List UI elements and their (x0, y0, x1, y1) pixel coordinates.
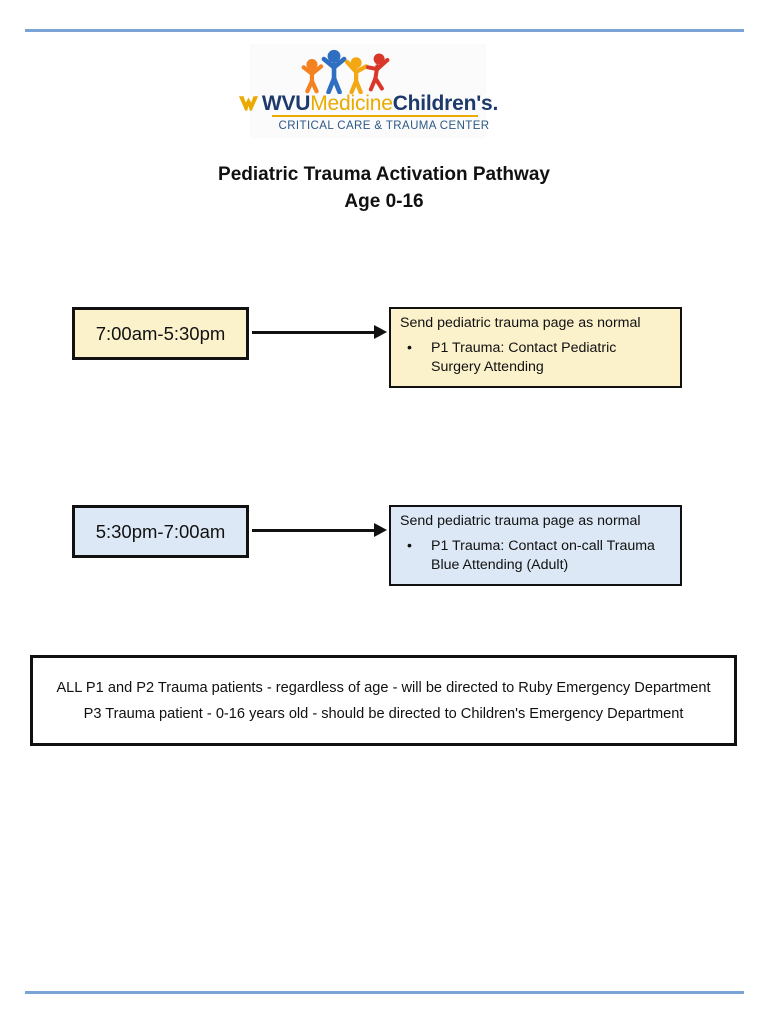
action-bullet-text: P1 Trauma: Contact Pediatric Surgery Att… (431, 340, 617, 375)
action-header: Send pediatric trauma page as normal (400, 513, 641, 529)
page-title: Pediatric Trauma Activation Pathway Age … (0, 161, 768, 215)
action-header: Send pediatric trauma page as normal (400, 315, 641, 331)
footer-note-line1: ALL P1 and P2 Trauma patients - regardle… (56, 679, 711, 696)
page-title-line1: Pediatric Trauma Activation Pathway (218, 164, 550, 185)
brand-wvu: WVU (261, 92, 311, 115)
logo-subtitle: CRITICAL CARE & TRAUMA CENTER (278, 120, 490, 132)
bullet-icon: • (407, 538, 412, 554)
footer-note-line2: P3 Trauma patient - 0-16 years old - sho… (83, 705, 684, 722)
bottom-divider (25, 991, 744, 994)
actionbox-day-shift: Send pediatric trauma page as normal • P… (389, 307, 682, 388)
top-divider (25, 29, 744, 32)
timebox-day-shift: 7:00am-5:30pm (72, 307, 249, 360)
logo-gold-divider (272, 115, 478, 117)
brand-childrens: Children's. (392, 92, 499, 115)
actionbox-night-shift: Send pediatric trauma page as normal • P… (389, 505, 682, 586)
timebox-night-shift: 5:30pm-7:00am (72, 505, 249, 558)
arrow-right-icon (252, 325, 387, 339)
children-figures-icon (301, 49, 390, 94)
flying-wv-icon (238, 95, 258, 111)
action-bullet: • P1 Trauma: Contact on-call Trauma Blue… (400, 537, 671, 575)
bullet-icon: • (407, 340, 412, 356)
footer-note-box: ALL P1 and P2 Trauma patients - regardle… (30, 655, 737, 746)
arrow-right-icon (252, 523, 387, 537)
brand-medicine: Medicine (310, 92, 393, 115)
page-title-line2: Age 0-16 (344, 191, 424, 212)
action-bullet-text: P1 Trauma: Contact on-call Trauma Blue A… (431, 538, 655, 573)
action-bullet: • P1 Trauma: Contact Pediatric Surgery A… (400, 339, 671, 377)
